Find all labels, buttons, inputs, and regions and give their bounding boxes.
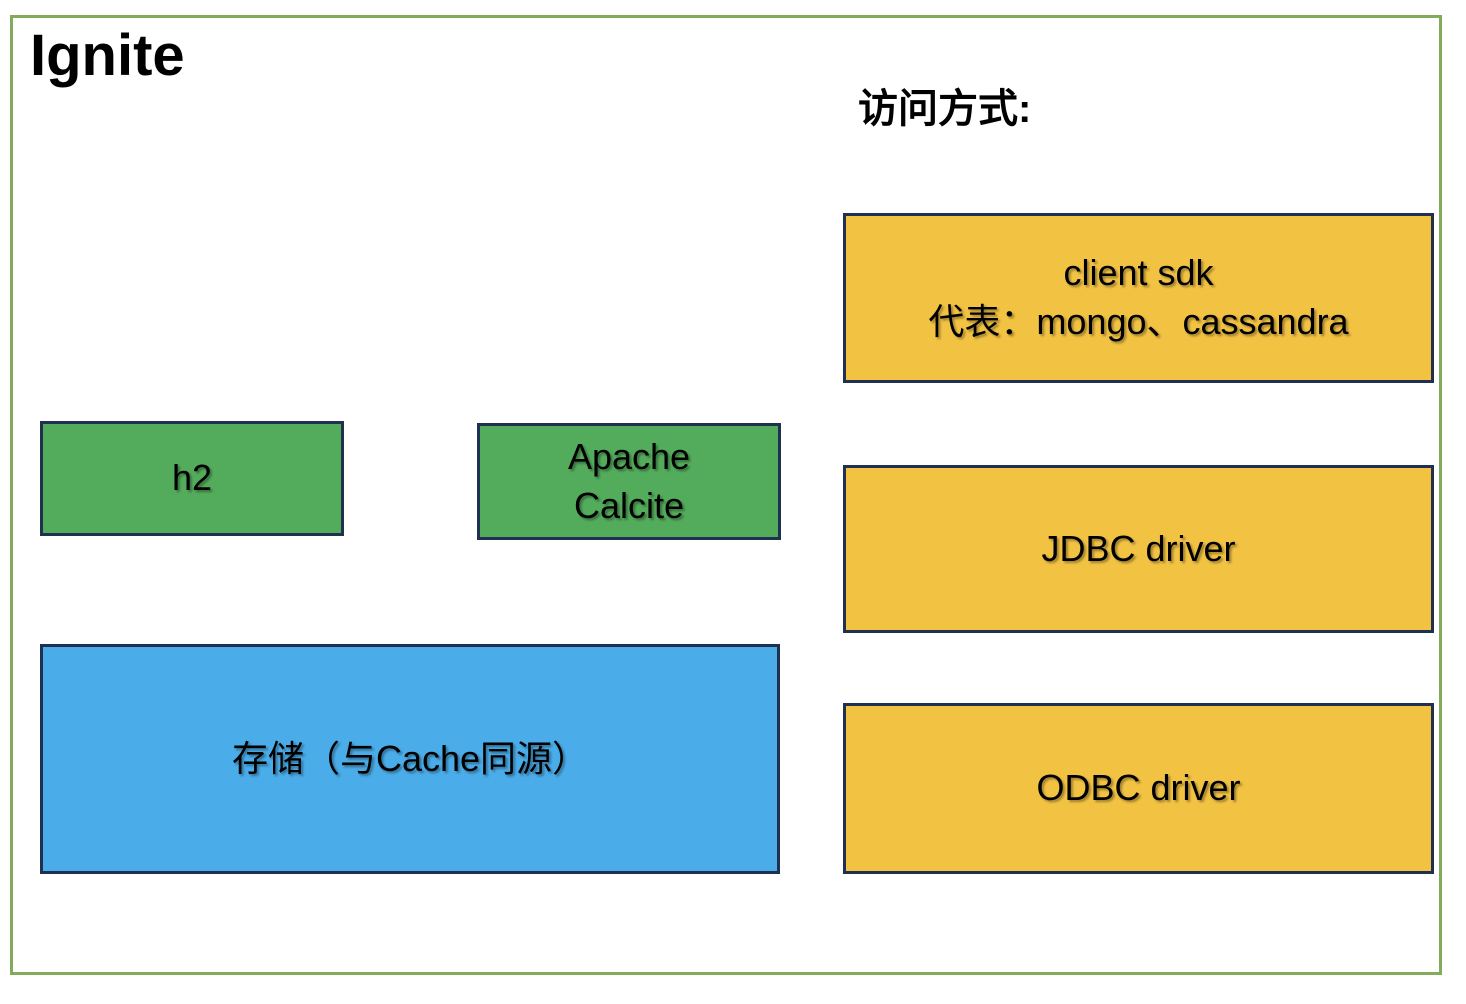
diagram-title: Ignite bbox=[30, 23, 185, 88]
node-jdbc-driver: JDBC driver bbox=[843, 465, 1434, 633]
node-apache-calcite: Apache Calcite bbox=[477, 423, 781, 540]
node-h2: h2 bbox=[40, 421, 344, 536]
node-client-sdk: client sdk 代表：mongo、cassandra bbox=[843, 213, 1434, 383]
node-storage: 存储（与Cache同源） bbox=[40, 644, 780, 874]
node-odbc-driver: ODBC driver bbox=[843, 703, 1434, 874]
access-methods-label: 访问方式: bbox=[858, 87, 1032, 131]
